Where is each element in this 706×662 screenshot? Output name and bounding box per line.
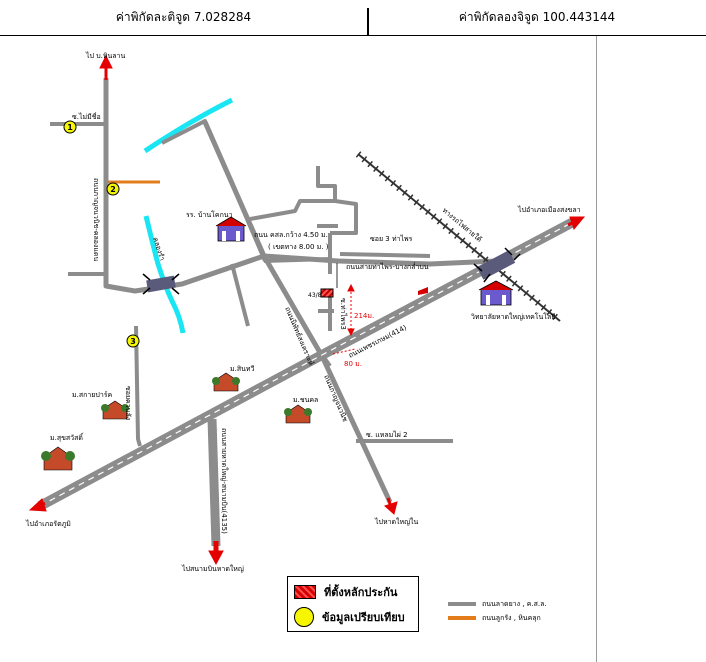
village-sukhothai-icon [41,446,75,471]
label-soi-tha-phrai-3: ซ.ท่าไพร3 [339,298,348,330]
label-soi-mai-mi-chue: ซ.ไม่มีชื่อ [72,112,101,121]
longitude-label: ค่าพิกัดลองจิจูด 100.443144 [458,10,616,24]
collateral-swatch-icon [294,585,316,599]
laterite-label: ถนนลูกรัง , หินคลุก [482,613,541,622]
coordinate-header: ค่าพิกัดละติจูด 7.028284 ค่าพิกัดลองจิจู… [0,0,706,36]
label-school: รร. บ้านโคกนา [186,210,233,219]
label-road-phosocho: ถนน คสล.กว้าง 4.50 ม. [254,231,328,239]
comparison-swatch-icon [294,607,314,627]
label-dist-80: 80 ม. [344,360,362,368]
collateral-location [320,288,334,298]
label-road-airport: ถนนสายหาดใหญ่-สนามบิน(4135) [220,428,229,534]
distance-markers [332,283,356,355]
label-to-ratthaphum: ไปอำเภอรัตภูมิ [25,519,71,528]
label-college: วิทยาลัยหาดใหญ่เทคโนโลยี [471,312,556,321]
marker-1-label: 1 [67,123,73,132]
label-village-sinthawi: ม.สินทวี [230,365,255,373]
canal-north [143,97,234,154]
label-reserve-width: ( เขตทาง 8.00 ม. ) [268,243,329,251]
asphalt-line-icon [448,602,476,606]
road-legend-asphalt: ถนนลาดยาง , ค.ส.ล. [448,597,547,611]
legend-comparison: ข้อมูลเปรียบเทียบ [294,606,405,628]
bridge-west-icon [142,273,180,295]
village-chonrat-icon [284,404,312,424]
legend-collateral: ที่ตั้งหลักประกัน [294,581,397,603]
label-road-kanchanawanit: ถนนกาญจนวนิช-คลองแดน [92,178,100,261]
road-legend-laterite: ถนนลูกรัง , หินคลุก [448,611,547,625]
header-divider [367,8,369,36]
right-column-border [596,36,597,662]
location-map: 1 2 3 ไป บ.หินลาน ซ.ไม่มีชื่อ ถนนกาญจนวน… [25,51,586,573]
map-legend: ที่ตั้งหลักประกัน ข้อมูลเปรียบเทียบ [287,576,419,632]
bridge-east-icon [473,247,521,283]
label-village-sukhothai: ม.สุขสวัสดิ์ [50,432,84,442]
latitude-label: ค่าพิกัดละติจูด 7.028284 [115,10,252,24]
college-icon [478,280,514,306]
label-to-songkhla: ไปอำเภอเมืองสงขลา [517,205,581,214]
marker-2-label: 2 [110,185,116,194]
direction-arrows [28,54,586,566]
railway [355,151,563,324]
label-collateral-id: 43/8 [308,292,322,299]
label-to-ban-hin-lan: ไป บ.หินลาน [85,51,125,60]
school-icon [215,216,247,242]
label-road-tha-phrai: ถนนสายท่าไพร-บางกล่ำบน [346,262,429,271]
road-airport [207,418,221,547]
flag-icon [418,287,428,295]
laterite-line-icon [448,616,476,620]
label-village-sakhon: ม.สกายปาร์ค [72,391,113,399]
legend-collateral-label: ที่ตั้งหลักประกัน [324,586,398,599]
road-legend: ถนนลาดยาง , ค.ส.ล. ถนนลูกรัง , หินคลุก [448,597,547,625]
village-sakhon-icon [101,400,129,420]
label-village-chonrat: ม.ชนคล [293,396,318,404]
label-soi-3-tha-phrai: ซอย 3 ท่าไพร [370,234,413,243]
marker-3-label: 3 [130,337,136,346]
label-soi-laem-phai: ซ. แหลมไผ่ 2 [366,430,408,439]
label-to-hat-yai-nai: ไปหาดใหญ่ใน [374,517,418,526]
main-roads [103,78,498,504]
asphalt-label: ถนนลาดยาง , ค.ส.ล. [482,599,547,608]
label-dist-214: 214ม. [354,312,374,320]
village-sinthawi-icon [212,372,240,392]
legend-comparison-label: ข้อมูลเปรียบเทียบ [322,611,405,624]
label-soi-khuan-lang: ซอยควนลัง [124,386,132,420]
label-to-airport: ไปสนามบินหาดใหญ่ [181,564,244,573]
comparison-markers [63,120,140,348]
